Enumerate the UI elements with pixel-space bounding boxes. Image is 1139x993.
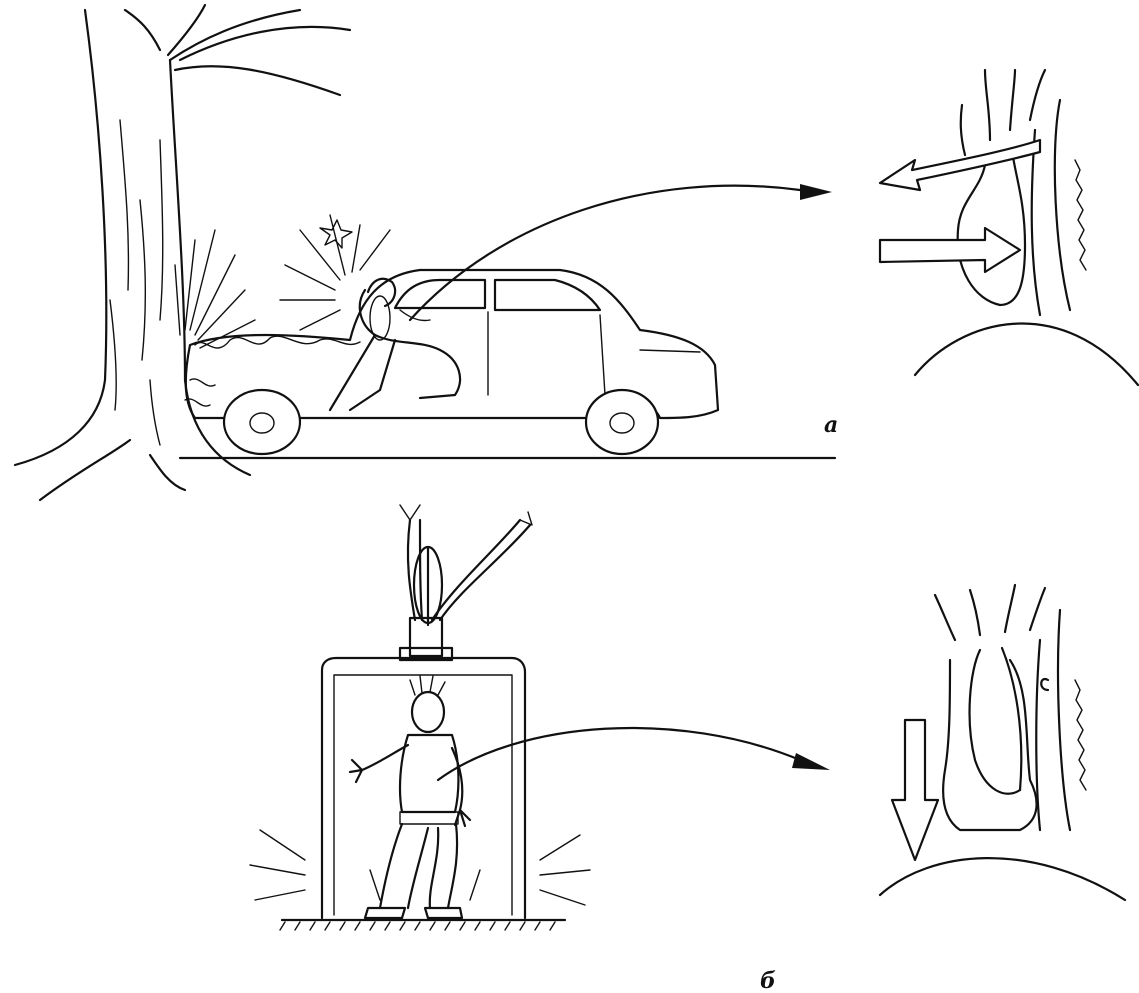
- impact-lines-driver: [280, 215, 390, 330]
- pointer-arrow-a: [410, 184, 832, 320]
- car: [185, 270, 718, 454]
- aorta-diagram-a: [880, 70, 1138, 385]
- panel-a: a: [15, 5, 1138, 500]
- glow-lines: [250, 830, 590, 905]
- aorta-diagram-b: [880, 585, 1125, 900]
- cabin: [280, 618, 565, 930]
- panel-b: б: [250, 505, 1125, 993]
- panel-b-label: б: [760, 968, 776, 993]
- pulley-cables: [400, 505, 532, 625]
- man: [350, 676, 470, 918]
- panel-a-label: a: [824, 412, 838, 438]
- impact-lines-tree: [175, 230, 255, 348]
- pointer-arrow-b: [438, 728, 830, 780]
